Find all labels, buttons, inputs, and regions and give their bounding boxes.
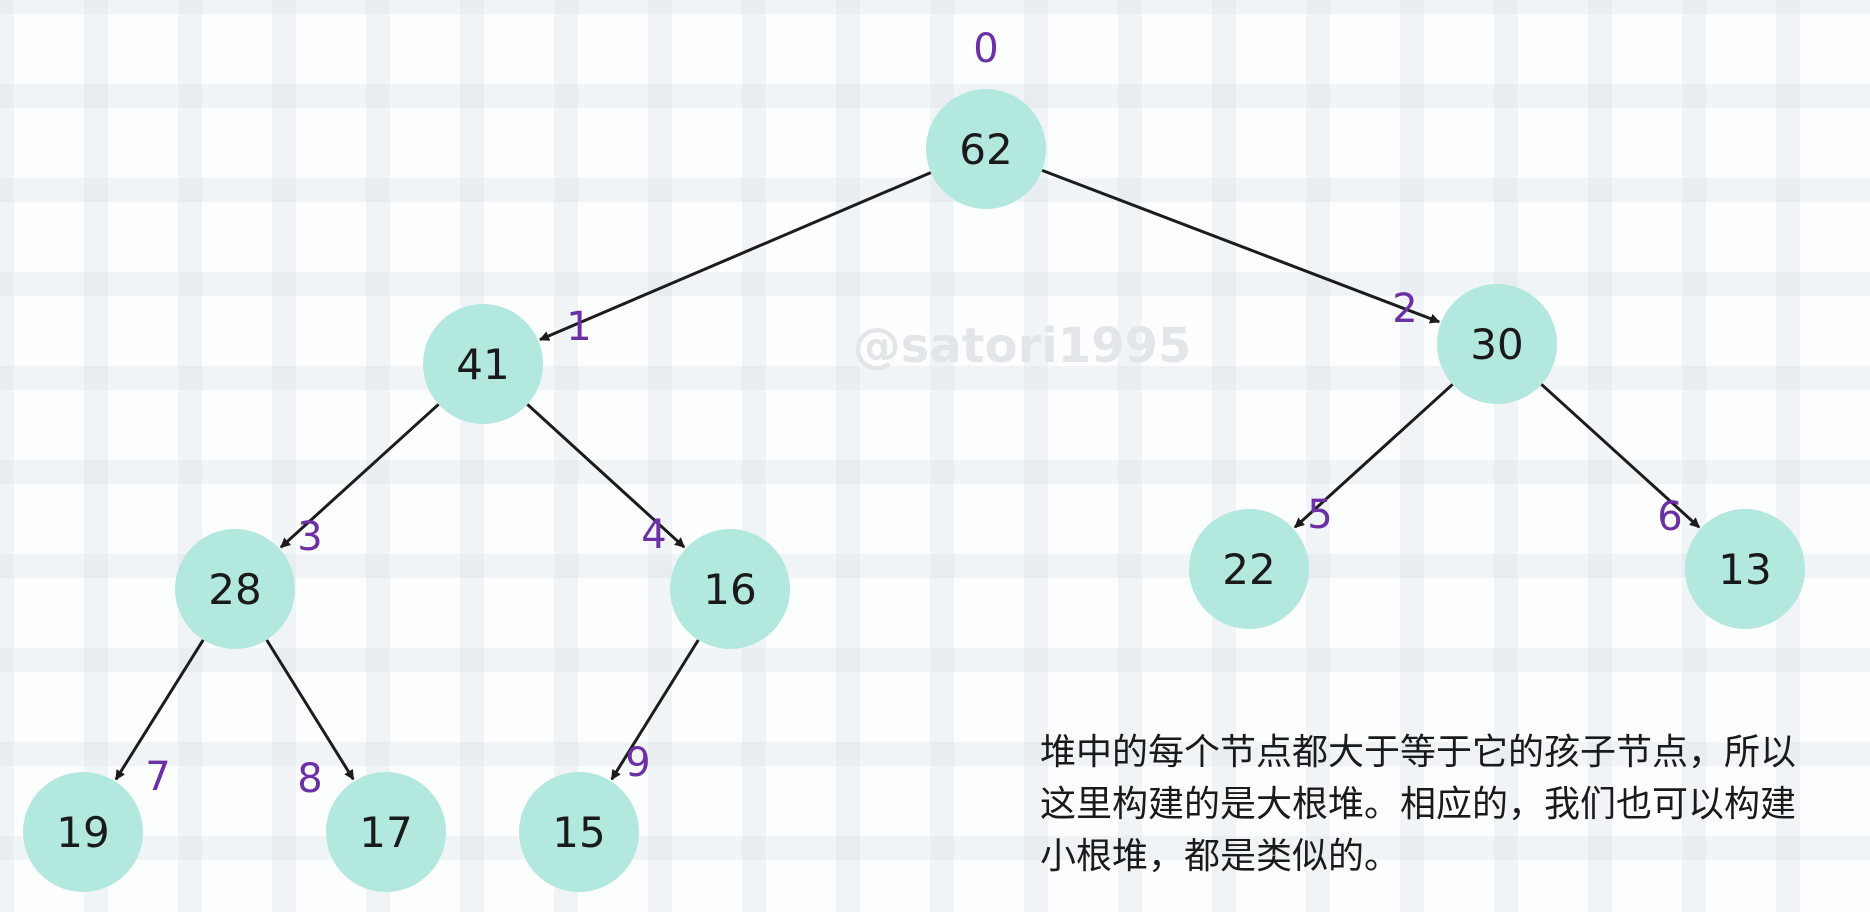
- edge-2-5: [1293, 383, 1454, 529]
- edge-3-8: [265, 639, 355, 779]
- node-index-label: 7: [145, 754, 170, 800]
- node-value: 28: [208, 565, 261, 614]
- node-index-label: 0: [973, 26, 998, 72]
- node-index-label: 4: [641, 512, 666, 558]
- node-index-label: 8: [297, 756, 322, 802]
- node-circle: [1189, 509, 1309, 629]
- node-value: 17: [359, 808, 412, 857]
- node-value: 22: [1222, 545, 1275, 594]
- caption-line: 小根堆，都是类似的。: [1040, 836, 1401, 877]
- heap-node-8: 17 8: [297, 756, 446, 892]
- edge-1-4: [526, 403, 686, 549]
- watermark-text: @satori1995: [853, 318, 1192, 374]
- node-index-label: 6: [1657, 494, 1682, 540]
- node-index-label: 2: [1392, 286, 1417, 332]
- node-circle: [1685, 509, 1805, 629]
- node-circle: [670, 529, 790, 649]
- node-index-label: 9: [625, 740, 650, 786]
- edge-3-7: [114, 639, 205, 780]
- heap-node-6: 13 6: [1657, 494, 1805, 629]
- edges-layer: [114, 168, 1701, 780]
- heap-node-3: 28 3: [175, 514, 323, 649]
- edge-4-9: [610, 639, 700, 779]
- heap-node-0: 62 0: [926, 26, 1046, 209]
- node-circle: [175, 529, 295, 649]
- edge-0-2: [1041, 168, 1439, 322]
- node-circle: [326, 772, 446, 892]
- heap-node-1: 41 1: [423, 304, 592, 424]
- node-value: 62: [959, 125, 1012, 174]
- node-value: 30: [1470, 320, 1523, 369]
- node-circle: [423, 304, 543, 424]
- edge-0-1: [540, 171, 932, 340]
- node-index-label: 1: [566, 304, 591, 350]
- node-index-label: 3: [297, 514, 322, 560]
- edge-1-3: [279, 403, 440, 549]
- edge-2-6: [1540, 383, 1701, 529]
- caption-line: 这里构建的是大根堆。相应的，我们也可以构建: [1040, 784, 1797, 825]
- heap-node-7: 19 7: [23, 754, 171, 892]
- caption-text: 堆中的每个节点都大于等于它的孩子节点，所以 这里构建的是大根堆。相应的，我们也可…: [1040, 727, 1840, 883]
- heap-node-4: 16 4: [641, 512, 790, 649]
- heap-node-9: 15 9: [519, 740, 651, 892]
- node-value: 41: [456, 340, 509, 389]
- node-index-label: 5: [1307, 492, 1332, 538]
- node-circle: [1437, 284, 1557, 404]
- caption-line: 堆中的每个节点都大于等于它的孩子节点，所以: [1040, 732, 1797, 773]
- nodes-layer: 62 0 41 1 30 2 28 3 16 4 22 5 13 6 19 7 17 8 15 9: [23, 26, 1805, 892]
- node-circle: [23, 772, 143, 892]
- node-value: 19: [56, 808, 109, 857]
- node-value: 13: [1718, 545, 1771, 594]
- node-circle: [926, 89, 1046, 209]
- heap-node-2: 30 2: [1392, 284, 1557, 404]
- node-circle: [519, 772, 639, 892]
- node-value: 16: [703, 565, 756, 614]
- node-value: 15: [552, 808, 605, 857]
- heap-node-5: 22 5: [1189, 492, 1333, 629]
